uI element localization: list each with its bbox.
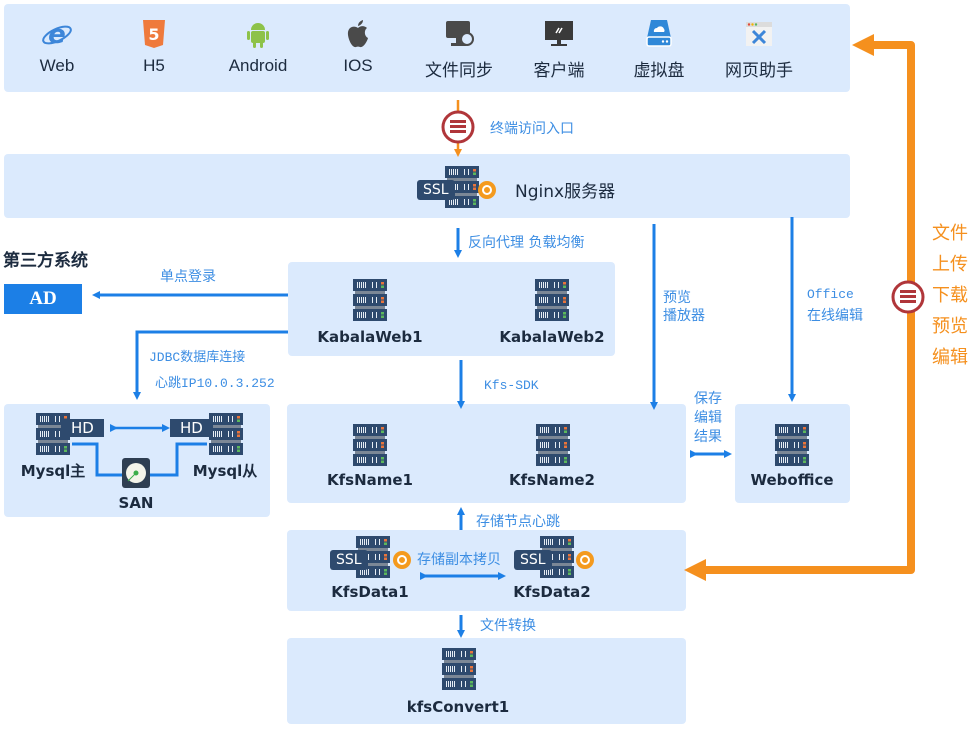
jdbc-arrow <box>133 330 288 400</box>
orange-flow-labels: 文件 上传 下载 预览 编辑 <box>930 218 970 373</box>
client-label: H5 <box>143 56 165 75</box>
server-icon <box>209 413 243 455</box>
orange-flow-label: 文件 <box>932 223 968 244</box>
file-convert-note: 文件转换 <box>480 618 536 634</box>
server-icon <box>353 424 387 466</box>
kfs-sdk-note: Kfs-SDK <box>484 378 539 393</box>
client-web[interactable]: e Web <box>12 18 102 76</box>
client-web-assistant[interactable]: 网页助手 <box>714 18 804 81</box>
apple-icon <box>347 20 368 48</box>
entry-label: 终端访问入口 <box>490 121 574 137</box>
orange-flow-label: 下载 <box>932 285 968 306</box>
orange-flow-head-bottom <box>684 559 706 581</box>
reverse-proxy-note: 反向代理 负载均衡 <box>468 235 585 251</box>
node-mysql-master[interactable]: Mysql主 <box>20 462 86 480</box>
kfsconvert-panel <box>287 638 686 724</box>
orange-flow-line <box>692 41 915 574</box>
server-icon <box>535 279 569 321</box>
client-virtual-disk[interactable]: 虚拟盘 <box>614 18 704 81</box>
client-label: IOS <box>343 56 373 75</box>
san-link-slave <box>150 442 207 477</box>
replica-note: 存储副本拷贝 <box>417 552 501 568</box>
clients-panel <box>4 4 850 92</box>
orange-flow-label: 预览 <box>932 316 968 337</box>
jdbc-note: JDBC数据库连接 <box>149 350 246 365</box>
firewall-icon <box>441 110 475 144</box>
desktop-monitor-icon <box>545 21 573 46</box>
hd-badge-slave: HD <box>170 419 213 437</box>
san-disk-icon <box>122 458 150 488</box>
android-icon <box>247 23 269 48</box>
internet-explorer-icon: e <box>42 20 72 50</box>
node-mysql-slave[interactable]: Mysql从 <box>192 462 258 480</box>
save-edit-note-2: 编辑 <box>694 410 722 426</box>
client-label: 客户端 <box>533 61 585 80</box>
ssl-badge: SSL <box>417 180 455 200</box>
client-h5[interactable]: 5 H5 <box>109 18 199 76</box>
san-link-master <box>72 442 122 477</box>
html5-icon: 5 <box>143 20 165 48</box>
kfsname-panel <box>287 404 686 503</box>
browser-tools-icon <box>746 22 772 46</box>
server-icon <box>536 424 570 466</box>
ssl-gear-icon <box>393 551 411 569</box>
ssl-gear-icon <box>478 181 496 199</box>
ssl-badge: SSL <box>330 550 368 570</box>
orange-flow-label: 编辑 <box>932 347 968 368</box>
firewall-icon <box>891 280 925 314</box>
node-kfsdata1[interactable]: KfsData1 <box>331 583 409 601</box>
office-note-1: Office <box>807 287 854 302</box>
node-kabalaweb2[interactable]: KabalaWeb2 <box>499 328 605 346</box>
client-ios[interactable]: IOS <box>313 18 403 76</box>
node-kfsconvert1[interactable]: kfsConvert1 <box>406 698 510 716</box>
hd-badge-master: HD <box>61 419 104 437</box>
client-label: 文件同步 <box>425 61 493 80</box>
client-label: Web <box>39 56 75 75</box>
sso-note: 单点登录 <box>160 269 216 285</box>
server-icon <box>442 648 476 690</box>
client-android[interactable]: Android <box>213 18 303 76</box>
svg-text:5: 5 <box>148 25 159 44</box>
preview-note-1: 预览 <box>663 290 691 306</box>
save-edit-note-3: 结果 <box>694 429 722 445</box>
ssl-gear-icon <box>576 551 594 569</box>
node-kfsname1[interactable]: KfsName1 <box>327 471 413 489</box>
client-label: 虚拟盘 <box>633 61 685 80</box>
node-san[interactable]: SAN <box>118 494 154 512</box>
ssl-badge: SSL <box>514 550 552 570</box>
storage-heartbeat-note: 存储节点心跳 <box>476 514 560 530</box>
node-kabalaweb1[interactable]: KabalaWeb1 <box>317 328 423 346</box>
node-kfsname2[interactable]: KfsName2 <box>509 471 595 489</box>
client-file-sync[interactable]: 文件同步 <box>414 18 504 81</box>
orange-flow-label: 上传 <box>932 254 968 275</box>
client-label: 网页助手 <box>725 61 793 80</box>
server-icon <box>775 424 809 466</box>
office-note-2: 在线编辑 <box>807 308 863 324</box>
nginx-label: Nginx服务器 <box>515 182 616 202</box>
orange-flow-head-top <box>852 34 874 56</box>
svg-text:e: e <box>48 20 66 50</box>
cloud-drive-icon <box>646 20 672 47</box>
node-kfsdata2[interactable]: KfsData2 <box>513 583 591 601</box>
kfsdata-panel <box>287 530 686 611</box>
sync-monitor-icon <box>446 21 474 46</box>
heartbeat-ip-note: 心跳IP10.0.3.252 <box>155 376 275 391</box>
save-edit-note-1: 保存 <box>694 391 722 407</box>
preview-note-2: 播放器 <box>663 308 705 324</box>
node-weboffice[interactable]: Weboffice <box>750 471 834 489</box>
server-icon <box>353 279 387 321</box>
ad-box[interactable]: AD <box>4 284 82 314</box>
client-desktop[interactable]: 客户端 <box>514 18 604 81</box>
ad-label: AD <box>29 288 57 309</box>
client-label: Android <box>228 56 288 75</box>
third-party-title: 第三方系统 <box>3 251 88 271</box>
